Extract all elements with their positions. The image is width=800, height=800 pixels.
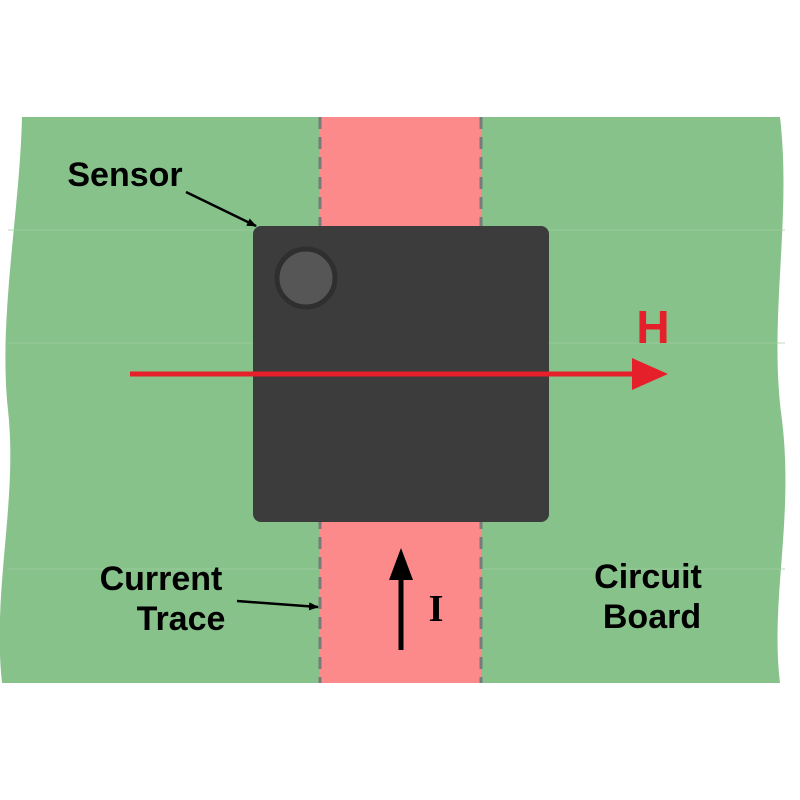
sensor-label: Sensor xyxy=(67,156,182,194)
sensor-pin1-marker xyxy=(274,246,338,310)
field-arrow-head xyxy=(632,358,668,390)
circuit-board-label-line2: Board xyxy=(603,598,701,636)
current-arrow-head xyxy=(389,548,413,580)
current-label: I xyxy=(429,588,444,630)
sensor-leader-line xyxy=(185,190,257,228)
field-label: H xyxy=(636,301,669,353)
current-trace-label-line1: Current xyxy=(100,560,223,598)
circuit-board-label-line1: Circuit xyxy=(594,558,702,596)
trace-leader-line xyxy=(236,599,319,611)
current-trace-label-line2: Trace xyxy=(137,600,226,638)
